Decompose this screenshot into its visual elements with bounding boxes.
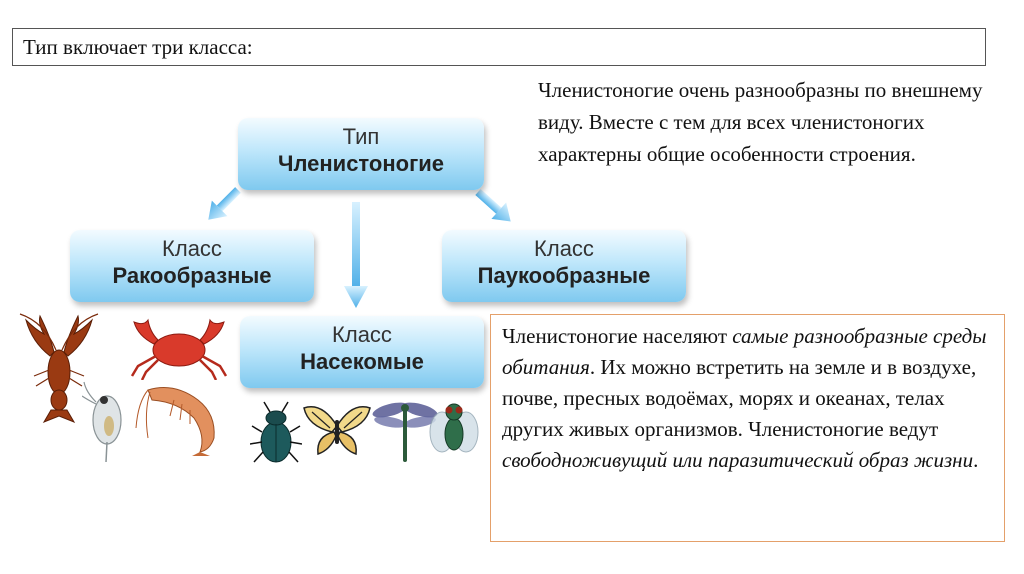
node-kind: Класс <box>162 236 222 261</box>
daphnia-icon <box>82 381 122 463</box>
node-kind: Класс <box>332 322 392 347</box>
info-emphasis: свободноживущий или паразитический образ… <box>502 448 974 472</box>
info-text: . <box>973 448 979 472</box>
crayfish-icon <box>19 313 99 424</box>
butterfly-icon <box>303 406 371 456</box>
arrow-to-insects <box>344 202 368 308</box>
info-emphasis: самые разнообразные среды обитания <box>502 324 987 379</box>
node-kind: Тип <box>342 124 380 149</box>
node-class-crustaceans: Класс Ракообразные <box>70 230 314 302</box>
node-class-insects: Класс Насекомые <box>240 316 484 388</box>
intro-text: Членистоногие очень разнообразны по внеш… <box>538 78 983 166</box>
title-box: Тип включает три класса: <box>12 28 986 66</box>
node-name: Членистоногие <box>278 151 444 176</box>
info-text: . Их можно встретить на земле и в воздух… <box>502 355 977 441</box>
node-name: Ракообразные <box>112 263 272 288</box>
node-name: Насекомые <box>300 349 424 374</box>
arrow-to-arachnids <box>475 189 511 222</box>
node-name: Паукообразные <box>477 263 651 288</box>
node-kind: Класс <box>534 236 594 261</box>
info-text: Членистоногие населяют <box>502 324 733 348</box>
dragonfly-icon <box>372 402 438 462</box>
page-title: Тип включает три класса: <box>23 35 253 59</box>
shrimp-icon <box>135 387 215 456</box>
fly-icon <box>429 403 479 453</box>
beetle-icon <box>250 401 302 463</box>
node-class-arachnids: Класс Паукообразные <box>442 230 686 302</box>
node-phylum-arthropods: Тип Членистоногие <box>238 118 484 190</box>
info-box: Членистоногие населяют самые разнообразн… <box>490 314 1005 542</box>
arrow-to-crustaceans <box>208 187 241 220</box>
crab-icon <box>130 318 228 380</box>
